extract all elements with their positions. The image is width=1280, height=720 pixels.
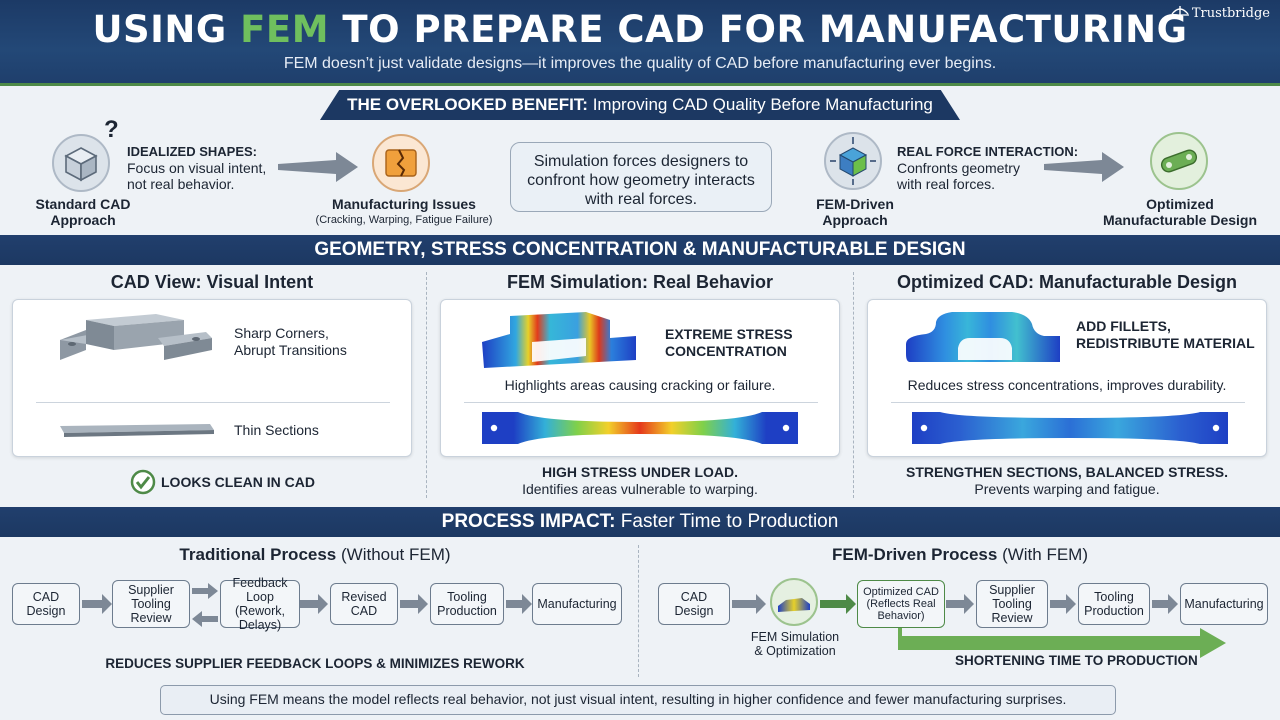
- optimized-part-icon: [1150, 132, 1208, 190]
- step-label: Supplier Tooling Review: [128, 583, 174, 625]
- trad-step-tooling: Tooling Production: [430, 583, 504, 625]
- trad-step-manufacturing: Manufacturing: [532, 583, 622, 625]
- fem-step-manufacturing: Manufacturing: [1180, 583, 1268, 625]
- thin-sections-label: Thin Sections: [234, 422, 319, 438]
- check-circle-icon: [130, 469, 156, 495]
- sharp-corners-label: Sharp Corners,Abrupt Transitions: [234, 325, 347, 358]
- trad-step-supplier-review: Supplier Tooling Review: [112, 580, 190, 628]
- step-label: Supplier Tooling Review: [989, 583, 1035, 625]
- bracket-stress-plot: [482, 312, 636, 368]
- panel-divider: [891, 402, 1245, 403]
- cube-icon: [52, 134, 110, 192]
- column-divider: [853, 272, 854, 498]
- fem-simulation-label: FEM Simulation& Optimization: [750, 630, 840, 658]
- manufacturing-issues-label: Manufacturing Issues (Cracking, Warping,…: [315, 196, 493, 226]
- fem-flow-arrows: [732, 594, 1226, 658]
- header-banner: [0, 0, 1280, 86]
- cad-view-title: CAD View: Visual Intent: [110, 272, 314, 292]
- optimized-cad-title: Optimized CAD: Manufacturable Design: [896, 272, 1238, 292]
- bridge-icon: [1170, 6, 1189, 24]
- fem-mesh-icon: [824, 132, 882, 190]
- fem-process-title: FEM-Driven Process (With FEM): [832, 545, 1088, 564]
- trad-step-revised-cad: Revised CAD: [330, 583, 398, 625]
- panel-divider: [36, 402, 390, 403]
- title-highlight: FEM: [240, 8, 330, 51]
- real-force-text: REAL FORCE INTERACTION: Confronts geomet…: [897, 144, 1079, 192]
- step-label: Tooling Production: [1084, 590, 1144, 618]
- process-divider: [638, 545, 639, 677]
- step-label: Revised CAD: [341, 590, 387, 618]
- fem-step-cad-design: CAD Design: [658, 583, 730, 625]
- trad-step-cad-design: CAD Design: [12, 583, 80, 625]
- shortening-time-note: SHORTENING TIME TO PRODUCTION: [955, 653, 1198, 668]
- step-label: CAD Design: [26, 590, 66, 618]
- reduces-feedback-note: REDUCES SUPPLIER FEEDBACK LOOPS & MINIMI…: [105, 656, 525, 671]
- footer-note: Using FEM means the model reflects real …: [160, 685, 1116, 715]
- bracket-cad-model: [60, 314, 212, 360]
- panel-divider: [464, 402, 818, 403]
- fem-step-optimized-cad: Optimized CAD (Reflects Real Behavior): [857, 580, 945, 628]
- add-fillets-label: ADD FILLETS,REDISTRIBUTE MATERIAL: [1076, 318, 1255, 351]
- traditional-process-title: Traditional Process (Without FEM): [179, 545, 451, 564]
- high-stress-caption: HIGH STRESS UNDER LOAD.Identifies areas …: [522, 464, 758, 497]
- fem-step-tooling: Tooling Production: [1078, 583, 1150, 625]
- cracked-part-icon: [372, 134, 430, 192]
- geometry-banner: GEOMETRY, STRESS CONCENTRATION & MANUFAC…: [0, 235, 1280, 265]
- trad-step-feedback-loop: Feedback Loop (Rework, Delays): [220, 576, 300, 632]
- step-label: Tooling Production: [437, 590, 497, 618]
- fem-simulation-title: FEM Simulation: Real Behavior: [506, 272, 774, 292]
- highlights-caption: Highlights areas causing cracking or fai…: [504, 377, 776, 393]
- bracket-optimized-plot: [906, 312, 1060, 362]
- idealized-shapes-text: IDEALIZED SHAPES: Focus on visual intent…: [127, 144, 267, 192]
- page-subtitle: FEM doesn’t just validate designs—it imp…: [283, 55, 997, 72]
- looks-clean-label: LOOKS CLEAN IN CAD: [161, 474, 315, 490]
- step-label: Manufacturing: [537, 597, 617, 611]
- reduces-caption: Reduces stress concentrations, improves …: [907, 377, 1227, 393]
- strengthen-caption: STRENGTHEN SECTIONS, BALANCED STRESS.Pre…: [905, 464, 1229, 497]
- step-label: CAD Design: [674, 590, 714, 618]
- brand-logo: Trustbridge: [1170, 6, 1270, 24]
- step-label: Feedback Loop (Rework, Delays): [232, 576, 288, 632]
- benefit-banner: THE OVERLOOKED BENEFIT: Improving CAD Qu…: [320, 90, 960, 120]
- traditional-flow-arrows: [82, 583, 532, 627]
- step-label: Manufacturing: [1184, 597, 1264, 611]
- fem-step-supplier-review: Supplier Tooling Review: [976, 580, 1048, 628]
- bar-stress-plot: [482, 412, 798, 444]
- arrow-right-icon: [1044, 152, 1124, 182]
- page-title: USING FEM TO PREPARE CAD FOR MANUFACTURI…: [92, 8, 1188, 51]
- arrow-right-icon: [278, 152, 358, 182]
- bar-optimized-plot: [912, 412, 1228, 444]
- column-divider: [426, 272, 427, 498]
- step-label: Optimized CAD (Reflects Real Behavior): [863, 586, 939, 622]
- question-icon: ?: [104, 116, 119, 143]
- thin-bar-cad-model: [60, 424, 214, 437]
- brand-name: Trustbridge: [1191, 6, 1270, 21]
- process-banner: PROCESS IMPACT: Faster Time to Productio…: [0, 507, 1280, 537]
- fem-simulation-icon: [770, 578, 818, 626]
